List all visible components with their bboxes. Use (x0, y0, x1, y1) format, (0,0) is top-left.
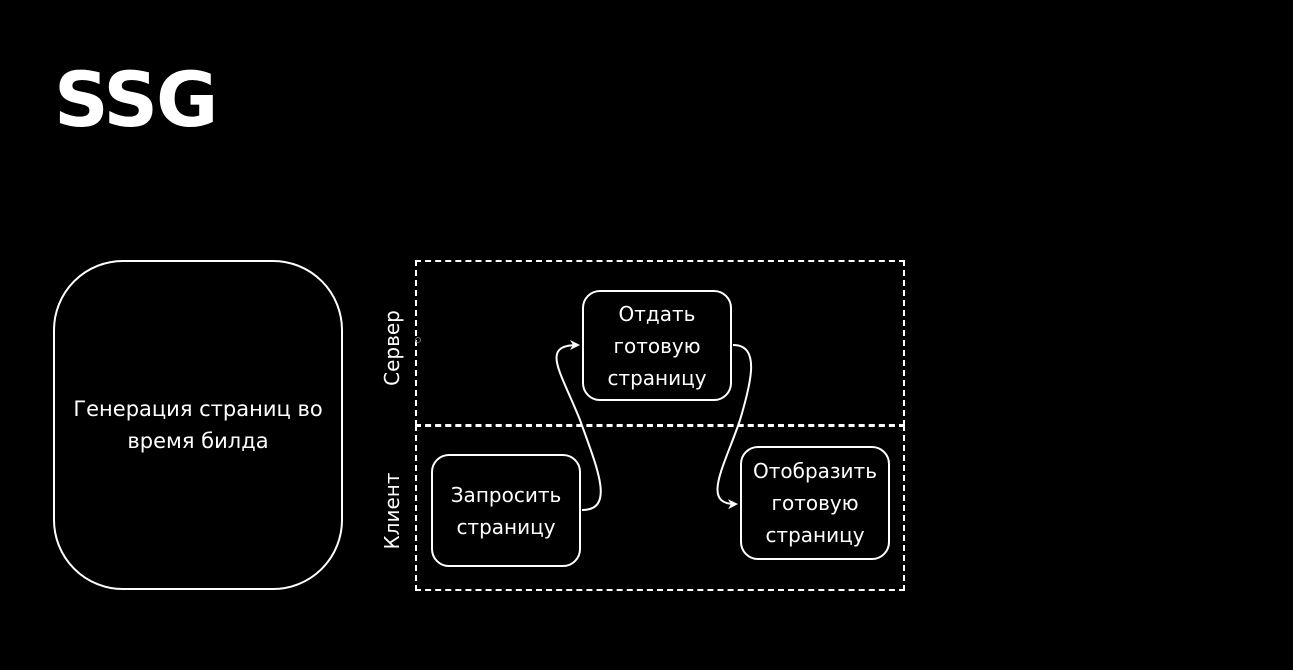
client-lane-label: Клиент (380, 472, 404, 550)
request-page-node: Запросить страницу (431, 454, 581, 567)
build-time-generation-box: Генерация страниц во время билда (53, 260, 343, 590)
serve-page-text: Отдать готовую страницу (607, 301, 707, 390)
serve-page-node: Отдать готовую страницу (582, 290, 732, 401)
request-page-text: Запросить страницу (450, 482, 562, 539)
render-page-text: Отобразить готовую страницу (753, 459, 877, 547)
client-lane (415, 425, 905, 591)
build-time-generation-text: Генерация страниц во время билда (73, 397, 323, 453)
server-lane-label: Сервер (380, 310, 404, 386)
slide-title: SSG (54, 55, 218, 144)
connection-point-icon (415, 337, 421, 343)
render-page-node: Отобразить готовую страницу (740, 446, 890, 560)
